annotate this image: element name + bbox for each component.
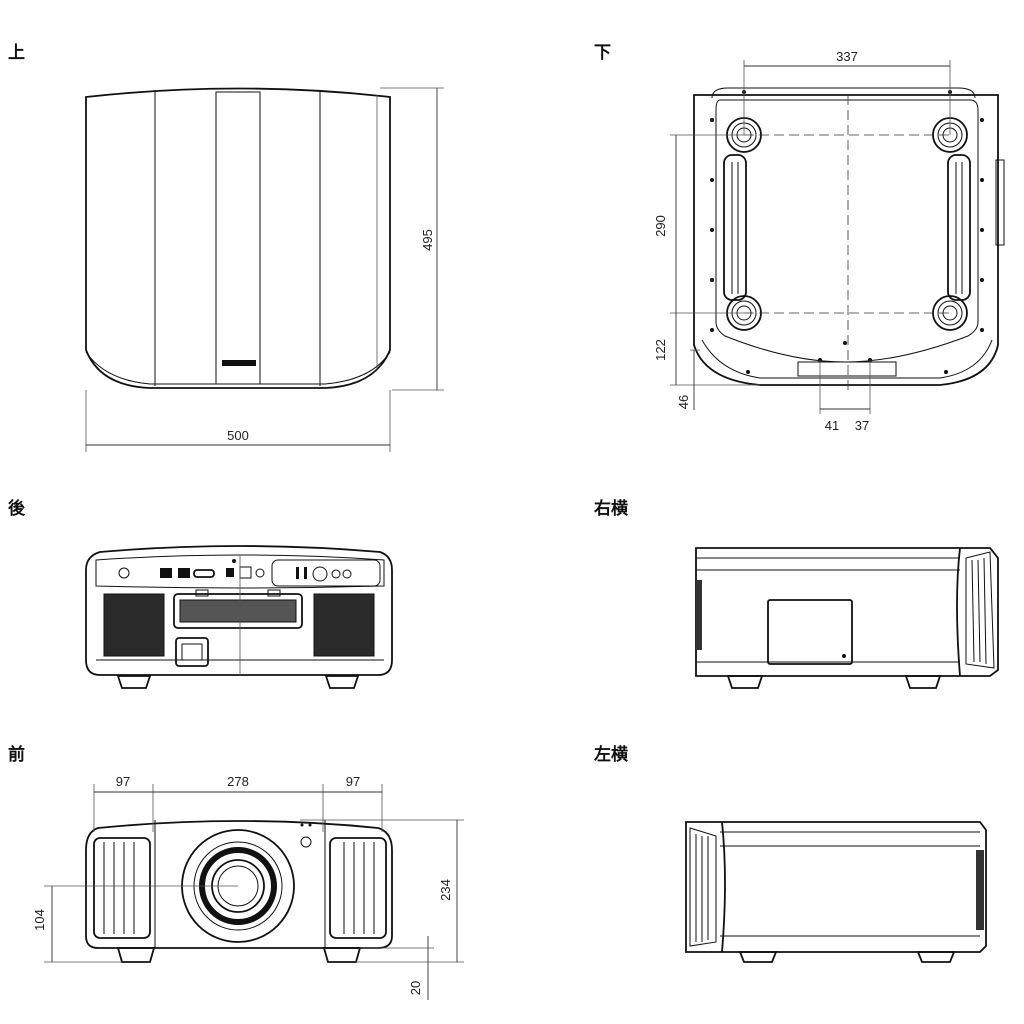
right-side-view-drawing [695, 547, 999, 689]
dim-front-side-right: 97 [346, 774, 360, 789]
dim-front-lens-height: 104 [32, 909, 47, 931]
rear-vent-right [313, 593, 375, 657]
dim-bottom-front-offset: 122 [653, 339, 668, 361]
left-side-view-drawing [685, 821, 987, 963]
dim-bottom-foot-span-y: 290 [653, 215, 668, 237]
rear-view-drawing [85, 545, 393, 689]
dim-bottom-center-right: 37 [855, 418, 869, 433]
rear-vent-left [103, 593, 165, 657]
front-view-drawing [44, 784, 464, 1000]
dim-top-width: 500 [227, 428, 249, 443]
dim-bottom-center-left: 41 [825, 418, 839, 433]
top-view-drawing [85, 87, 444, 452]
dim-front-center: 278 [227, 774, 249, 789]
view-label-right-side: 右横 [594, 499, 628, 519]
dim-bottom-foot-span-x: 337 [836, 49, 858, 64]
dim-front-foot-height: 20 [408, 981, 423, 995]
view-label-rear: 後 [8, 499, 25, 519]
bottom-view-drawing [670, 60, 1005, 414]
view-label-top: 上 [8, 43, 25, 63]
view-label-left-side: 左横 [594, 745, 628, 765]
dim-bottom-edge-offset: 46 [676, 395, 691, 409]
dim-front-height: 234 [438, 879, 453, 901]
dim-front-side-left: 97 [116, 774, 130, 789]
dim-top-depth: 495 [420, 229, 435, 251]
logo-badge [222, 360, 256, 366]
view-label-front: 前 [8, 745, 25, 765]
view-label-bottom: 下 [594, 43, 611, 63]
